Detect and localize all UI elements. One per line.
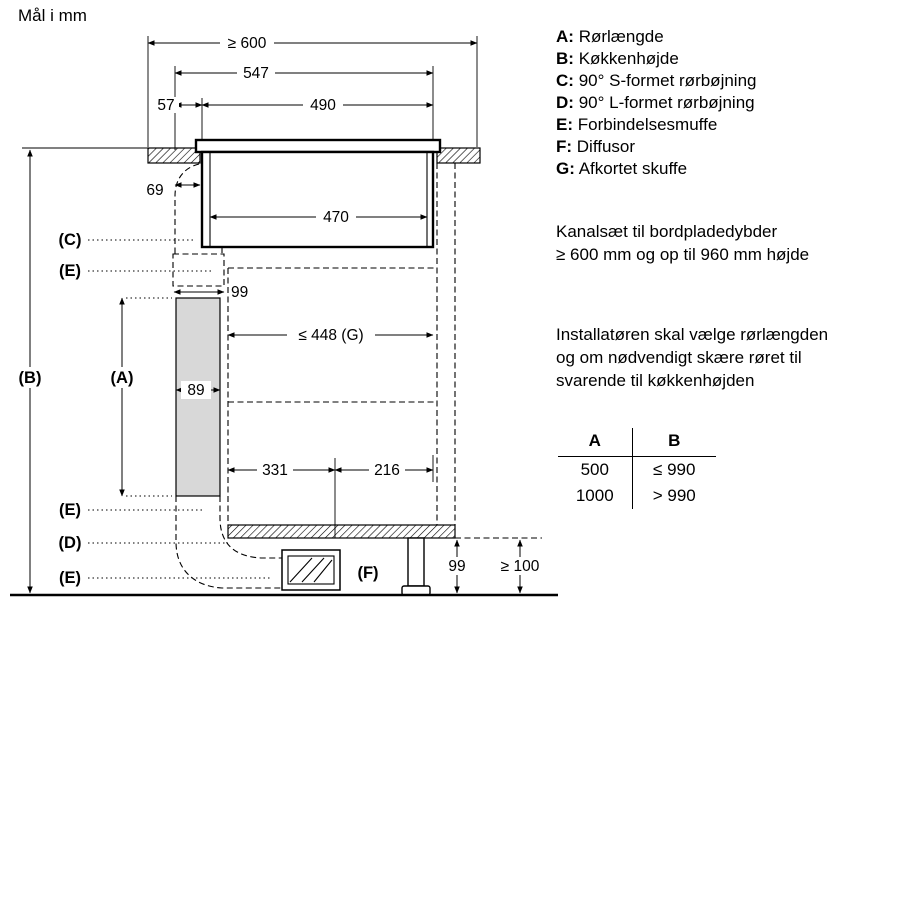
s-bend-duct [174, 163, 200, 254]
legend-item-g: G: Afkortet skuffe [556, 158, 900, 180]
legend-label-e: Forbindelsesmuffe [577, 115, 718, 134]
legend-item-f: F: Diffusor [556, 136, 900, 158]
hob-body [200, 150, 435, 249]
dim-hob-width: 490 [310, 97, 336, 114]
structure [10, 138, 558, 597]
legend-label-a: Rørlængde [578, 27, 664, 46]
legend-label-g: Afkortet skuffe [578, 159, 688, 178]
cabinet-outline [227, 163, 456, 525]
label-sleeve-bottom: (E) [59, 569, 81, 587]
label-sleeve-mid: (E) [59, 501, 81, 519]
legend-label-f: Diffusor [576, 137, 636, 156]
installation-diagram: ≥ 600 547 57 490 69 470 99 ≤ 448 (G) 89 … [10, 34, 558, 597]
table-cell-b1: ≤ 990 [653, 460, 696, 479]
table-header-a: A [558, 428, 633, 457]
l-bend-inner [219, 496, 282, 559]
legend-key-e: E: [556, 115, 573, 134]
dim-front-depth: 216 [374, 462, 400, 479]
label-pipe-length: (A) [111, 369, 134, 387]
dim-duct-gap: 69 [146, 182, 163, 199]
dim-front: 57 [157, 97, 174, 114]
legend: A: Rørlængde B: Køkkenhøjde C: 90° S-for… [556, 26, 900, 180]
diffusor [281, 549, 341, 591]
table-cell-a1: 500 [558, 456, 633, 483]
legend-item-e: E: Forbindelsesmuffe [556, 114, 900, 136]
label-kitchen-height: (B) [19, 369, 42, 387]
table-cell-b2: > 990 [652, 486, 696, 505]
dimension-lines [22, 36, 542, 594]
legend-item-d: D: 90° L-formet rørbøjning [556, 92, 900, 114]
dim-top-width: ≥ 600 [228, 35, 267, 52]
legend-key-c: C: [556, 71, 574, 90]
length-height-table: A B 500 ≤ 990 1000 > 990 [558, 428, 716, 509]
label-s-bend: (C) [59, 231, 82, 249]
table-header-b: B [632, 428, 716, 457]
dim-hob-total: 547 [243, 65, 269, 82]
legend-label-c: 90° S-formet rørbøjning [578, 71, 757, 90]
legend-item-b: B: Køkkenhøjde [556, 48, 900, 70]
legend-key-d: D: [556, 93, 574, 112]
table-row: 1000 > 990 [558, 483, 716, 509]
legend-key-b: B: [556, 49, 574, 68]
cabinet-leg [401, 537, 431, 596]
plinth-panel [227, 524, 456, 539]
legend-label-d: 90° L-formet rørbøjning [578, 93, 755, 112]
note-installer: Installatøren skal vælge rørlængden og o… [556, 325, 829, 390]
label-diffusor: (F) [357, 564, 378, 582]
table-header-row: A B [558, 428, 716, 457]
table-cell-a2: 1000 [558, 483, 633, 509]
hob-top-plate [194, 138, 442, 154]
table-row: 500 ≤ 990 [558, 456, 716, 483]
part-labels: (A) (B) (C) (E) (E) (D) (E) (F) [12, 231, 379, 587]
dim-pipe-width: 89 [187, 382, 204, 399]
legend-key-g: G: [556, 159, 575, 178]
page-title: Mål i mm [18, 6, 87, 25]
legend-key-f: F: [556, 137, 573, 156]
dim-floor-gap: ≥ 100 [501, 558, 540, 575]
connection-sleeve [172, 253, 225, 287]
countertop-left [147, 147, 201, 164]
legend-key-a: A: [556, 27, 574, 46]
note-duct-kit: Kanalsæt til bordpladedybder ≥ 600 mm og… [556, 222, 810, 264]
dim-drawer-cut: ≤ 448 (G) [298, 327, 363, 344]
label-sleeve-top: (E) [59, 262, 81, 280]
l-bend-outer [175, 496, 282, 589]
legend-item-c: C: 90° S-formet rørbøjning [556, 70, 900, 92]
dimension-texts: ≥ 600 547 57 490 69 470 99 ≤ 448 (G) 89 … [142, 34, 546, 575]
legend-label-b: Køkkenhøjde [578, 49, 679, 68]
dim-drawer-len: 470 [323, 209, 349, 226]
label-l-bend: (D) [59, 534, 82, 552]
dim-back-depth: 331 [262, 462, 288, 479]
legend-item-a: A: Rørlængde [556, 26, 900, 48]
countertop-right [436, 147, 481, 164]
dim-sleeve-width: 99 [231, 284, 248, 301]
dim-plinth-height: 99 [448, 558, 465, 575]
